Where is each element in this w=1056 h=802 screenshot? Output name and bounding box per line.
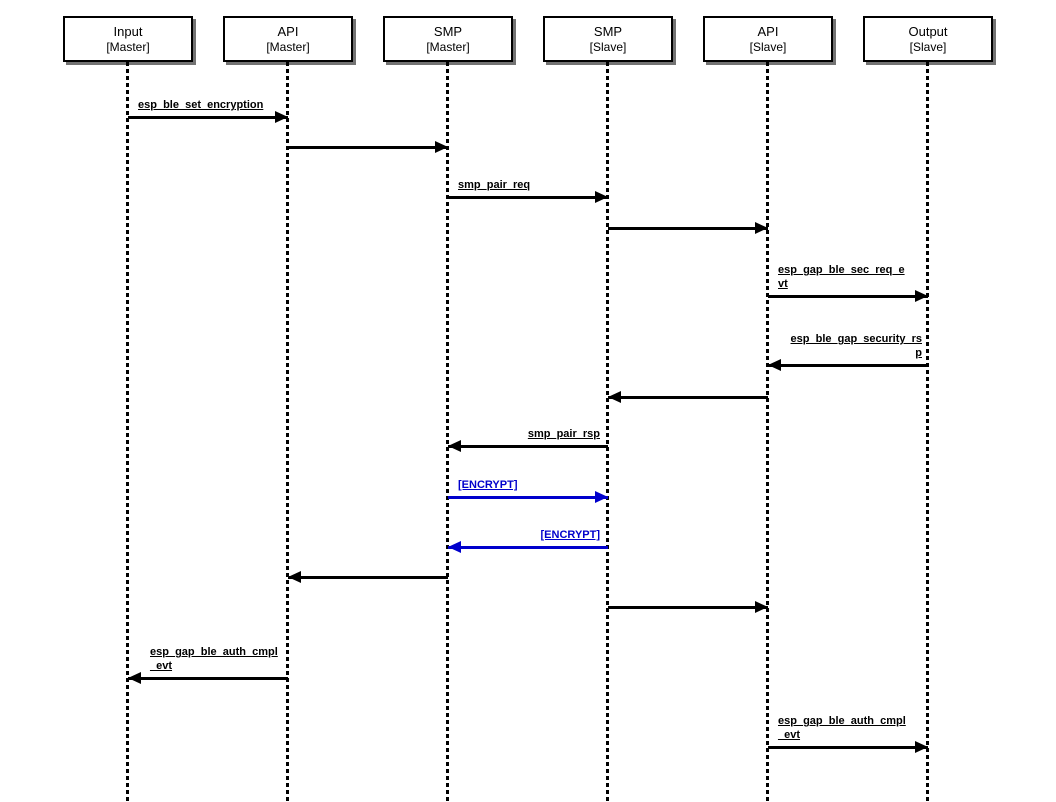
lifeline-api-master bbox=[286, 62, 289, 802]
message-line bbox=[768, 295, 928, 298]
arrowhead-right-icon bbox=[595, 191, 608, 203]
actor-name: Output bbox=[908, 23, 948, 39]
message-label: smp_pair_req bbox=[458, 179, 531, 191]
arrowhead-right-icon bbox=[435, 141, 448, 153]
arrowhead-right-icon bbox=[915, 741, 928, 753]
message-line bbox=[448, 496, 608, 499]
actor-name: API bbox=[277, 23, 299, 39]
message-label: esp_gap_ble_sec_req_evt bbox=[778, 264, 905, 290]
actor-smp-slave: SMP [Slave] bbox=[543, 16, 673, 62]
actor-api-master: API [Master] bbox=[223, 16, 353, 62]
arrowhead-right-icon bbox=[915, 290, 928, 302]
message-line bbox=[288, 146, 448, 149]
actor-name: SMP bbox=[433, 23, 463, 39]
arrowhead-left-icon bbox=[128, 672, 141, 684]
lifeline-smp-master bbox=[446, 62, 449, 802]
message-line bbox=[608, 227, 768, 230]
message-label: esp_ble_set_encryption bbox=[138, 99, 264, 111]
message-line bbox=[768, 364, 928, 367]
arrowhead-left-icon bbox=[448, 440, 461, 452]
message-line bbox=[448, 546, 608, 549]
arrowhead-right-icon bbox=[755, 601, 768, 613]
actor-smp-master: SMP [Master] bbox=[383, 16, 513, 62]
lifeline-smp-slave bbox=[606, 62, 609, 802]
actor-name: Input bbox=[113, 23, 143, 39]
message-line bbox=[448, 196, 608, 199]
message-line bbox=[768, 746, 928, 749]
actor-role: [Slave] bbox=[909, 39, 947, 54]
actor-role: [Master] bbox=[106, 39, 150, 54]
actor-role: [Master] bbox=[426, 39, 470, 54]
actor-role: [Slave] bbox=[749, 39, 787, 54]
lifeline-output-slave bbox=[926, 62, 929, 802]
message-line bbox=[128, 677, 288, 680]
message-label: smp_pair_rsp bbox=[527, 428, 600, 440]
message-label: [ENCRYPT] bbox=[540, 529, 600, 541]
message-line bbox=[448, 445, 608, 448]
lifeline-api-slave bbox=[766, 62, 769, 802]
message-line bbox=[288, 576, 448, 579]
message-line bbox=[608, 606, 768, 609]
arrowhead-left-icon bbox=[608, 391, 621, 403]
message-label: esp_gap_ble_auth_cmpl_evt bbox=[150, 646, 278, 672]
arrowhead-right-icon bbox=[755, 222, 768, 234]
actor-output-slave: Output [Slave] bbox=[863, 16, 993, 62]
message-label: esp_gap_ble_auth_cmpl_evt bbox=[778, 715, 906, 741]
actor-api-slave: API [Slave] bbox=[703, 16, 833, 62]
actor-name: SMP bbox=[593, 23, 623, 39]
arrowhead-left-icon bbox=[288, 571, 301, 583]
actor-input-master: Input [Master] bbox=[63, 16, 193, 62]
actor-role: [Master] bbox=[266, 39, 310, 54]
arrowhead-right-icon bbox=[595, 491, 608, 503]
actor-role: [Slave] bbox=[589, 39, 627, 54]
arrowhead-right-icon bbox=[275, 111, 288, 123]
arrowhead-left-icon bbox=[768, 359, 781, 371]
lifeline-input-master bbox=[126, 62, 129, 802]
message-label: [ENCRYPT] bbox=[458, 479, 518, 491]
message-line bbox=[128, 116, 288, 119]
arrowhead-left-icon bbox=[448, 541, 461, 553]
actor-name: API bbox=[757, 23, 779, 39]
message-line bbox=[608, 396, 768, 399]
message-label: esp_ble_gap_security_rsp bbox=[790, 333, 922, 359]
